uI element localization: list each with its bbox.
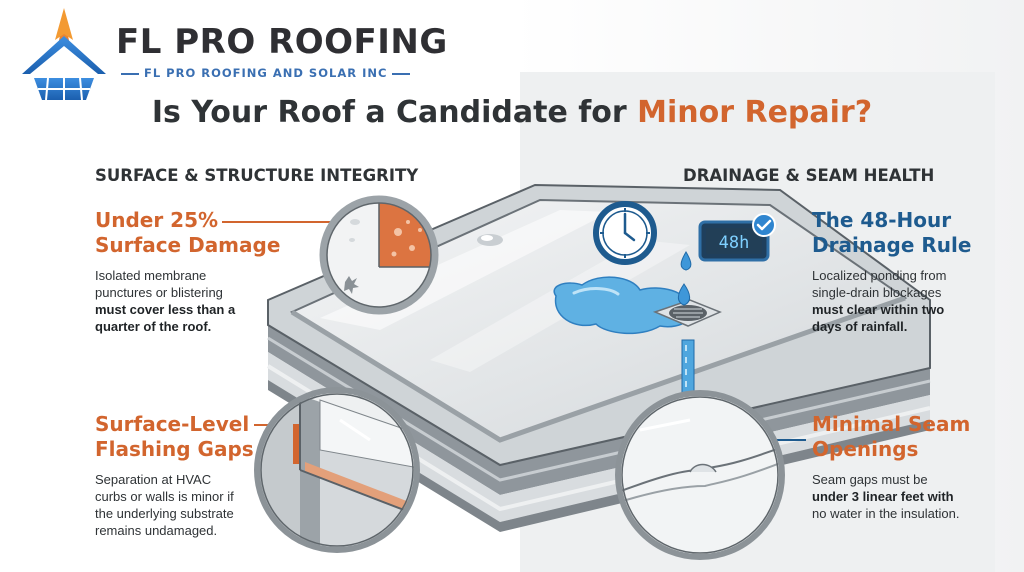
surface-damage-heading: Under 25% Surface Damage bbox=[95, 208, 280, 258]
text-line: Isolated membrane bbox=[95, 268, 207, 283]
surface-damage-magnifier bbox=[319, 195, 439, 315]
text-line: punctures or blistering bbox=[95, 285, 223, 300]
seam-openings-text: Seam gaps must be under 3 linear feet wi… bbox=[812, 471, 959, 522]
text-line: under 3 linear feet with bbox=[812, 488, 959, 505]
seam-magnifier bbox=[615, 390, 785, 560]
timer-display-text: 48h bbox=[719, 233, 750, 253]
heading-line: Surface-Level bbox=[95, 412, 250, 436]
heading-line: Minimal Seam bbox=[812, 412, 971, 436]
checkmark-icon bbox=[752, 213, 776, 237]
drainage-rule-heading: The 48-Hour Drainage Rule bbox=[812, 208, 971, 258]
clock-icon bbox=[593, 201, 657, 265]
flashing-gaps-text: Separation at HVAC curbs or walls is min… bbox=[95, 471, 234, 539]
flashing-gaps-heading: Surface-Level Flashing Gaps bbox=[95, 412, 254, 462]
text-line: single-drain blockages bbox=[812, 285, 942, 300]
left-section-title: SURFACE & STRUCTURE INTEGRITY bbox=[95, 166, 419, 185]
brand-name: FL PRO ROOFING bbox=[116, 22, 448, 62]
heading-line: Flashing Gaps bbox=[95, 437, 254, 461]
text-line: curbs or walls is minor if bbox=[95, 489, 234, 504]
text-line-bold: under 3 linear feet with bbox=[812, 489, 954, 504]
page-title: Is Your Roof a Candidate for Minor Repai… bbox=[0, 95, 1024, 130]
text-line: the underlying substrate bbox=[95, 506, 234, 521]
heading-line: The 48-Hour bbox=[812, 208, 952, 232]
seam-openings-heading: Minimal Seam Openings bbox=[812, 412, 970, 462]
text-line: must clear within two bbox=[812, 302, 945, 317]
drainage-rule-text: Localized ponding from single-drain bloc… bbox=[812, 267, 946, 335]
text-line: Seam gaps must be bbox=[812, 472, 928, 487]
heading-line: Drainage Rule bbox=[812, 233, 972, 257]
timer-display-icon bbox=[698, 220, 770, 262]
text-line: remains undamaged. bbox=[95, 523, 218, 538]
text-line: days of rainfall. bbox=[812, 319, 908, 334]
flashing-magnifier bbox=[254, 387, 420, 553]
text-line: Localized ponding from bbox=[812, 268, 947, 283]
right-section-title: DRAINAGE & SEAM HEALTH bbox=[683, 166, 935, 185]
water-drop-icon bbox=[677, 283, 691, 306]
page-title-prefix: Is Your Roof a Candidate for bbox=[151, 95, 638, 130]
text-line: must cover less than a bbox=[95, 302, 236, 317]
heading-line: Surface Damage bbox=[95, 233, 281, 257]
drain-icon bbox=[652, 299, 722, 327]
heading-line: Under 25% bbox=[95, 208, 219, 232]
water-drop-icon bbox=[680, 251, 692, 271]
surface-damage-text: Isolated membrane punctures or blisterin… bbox=[95, 267, 235, 335]
brand-tagline: FL PRO ROOFING AND SOLAR INC bbox=[116, 66, 415, 80]
text-line: no water in the insulation. bbox=[812, 506, 960, 521]
heading-line: Openings bbox=[812, 437, 919, 461]
page-title-accent: Minor Repair? bbox=[637, 95, 873, 130]
logo-icon bbox=[22, 8, 106, 101]
brand-tagline-text: FL PRO ROOFING AND SOLAR INC bbox=[144, 66, 388, 80]
text-line: quarter of the roof. bbox=[95, 319, 212, 334]
text-line: Separation at HVAC bbox=[95, 472, 212, 487]
